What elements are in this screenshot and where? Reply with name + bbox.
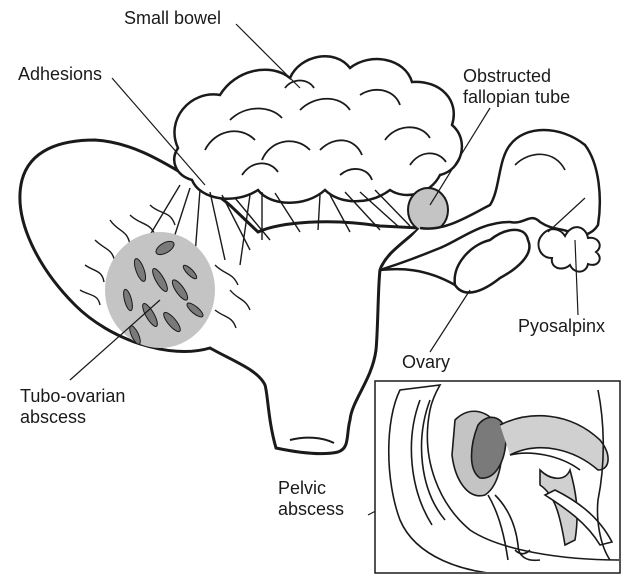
- label-adhesions: Adhesions: [18, 64, 102, 85]
- ovary-text: Ovary: [402, 352, 450, 373]
- tubo-text-line2: abscess: [20, 407, 125, 428]
- leader-ovary: [430, 290, 470, 352]
- small-bowel-text: Small bowel: [124, 8, 221, 29]
- obstructed-text-line2: fallopian tube: [463, 87, 570, 108]
- ovary: [455, 230, 530, 293]
- tubo-text-line1: Tubo-ovarian: [20, 386, 125, 407]
- inset-sagittal-view: [375, 381, 620, 575]
- label-obstructed-fallopian-tube: Obstructed fallopian tube: [463, 66, 570, 108]
- label-pelvic-abscess: Pelvic abscess: [278, 478, 344, 520]
- label-small-bowel: Small bowel: [124, 8, 221, 29]
- obstructed-tube-bulge: [408, 188, 448, 232]
- pelvic-text-line1: Pelvic: [278, 478, 344, 499]
- label-ovary: Ovary: [402, 352, 450, 373]
- ovary-ligament: [380, 269, 455, 285]
- label-tubo-ovarian-abscess: Tubo-ovarian abscess: [20, 386, 125, 428]
- obstructed-text-line1: Obstructed: [463, 66, 570, 87]
- label-pyosalpinx: Pyosalpinx: [518, 316, 605, 337]
- pelvic-text-line2: abscess: [278, 499, 344, 520]
- adhesions-text: Adhesions: [18, 64, 102, 85]
- pyosalpinx-text: Pyosalpinx: [518, 316, 605, 337]
